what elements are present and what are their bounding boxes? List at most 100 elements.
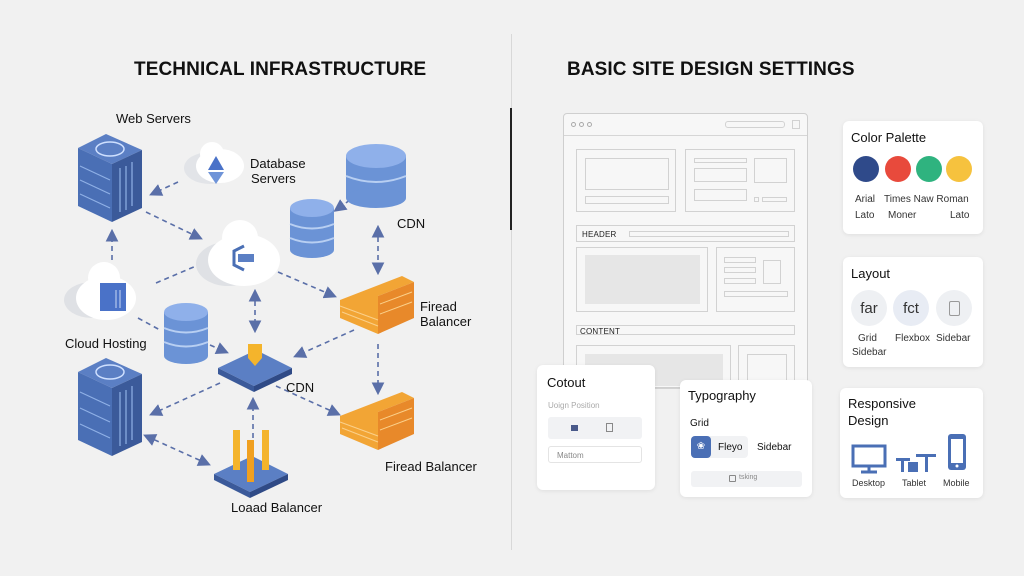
typography-option-grid[interactable]: Grid — [690, 418, 709, 429]
wireframe-block — [576, 149, 676, 212]
window-dot-icon — [579, 122, 584, 127]
wireframe-browser: HEADER CONTENT — [563, 113, 808, 389]
cotout-card: Cotout Uoign Position Mattom — [537, 365, 655, 490]
wireframe-line — [585, 196, 669, 204]
wireframe-image-placeholder — [585, 255, 700, 304]
wireframe-header: HEADER — [576, 225, 795, 242]
align-right-icon[interactable] — [606, 423, 613, 432]
cdn-switch-icon — [218, 344, 292, 392]
layout-label-grid-sidebar: Sidebar — [852, 347, 887, 358]
checkbox-icon[interactable] — [729, 475, 736, 482]
arrow-web-to-cloud — [145, 211, 203, 240]
label-firewall-1-line2: Balancer — [420, 314, 472, 329]
sidebar-device-icon — [948, 300, 960, 316]
color-palette-card: Color Palette Arial Times Naw Roman Lato… — [843, 121, 983, 234]
arrow-db-to-web — [149, 181, 179, 196]
responsive-card: Responsive Design Desktop Tablet Mobile — [840, 388, 983, 498]
label-web-servers: Web Servers — [116, 111, 191, 126]
wireframe-content-bar: CONTENT — [576, 325, 795, 336]
font-option-times[interactable]: Times Naw Roman — [884, 194, 969, 205]
wireframe-box — [754, 158, 787, 183]
layout-title: Layout — [851, 266, 891, 281]
layout-label-sidebar: Sidebar — [936, 333, 971, 344]
wireframe-toolbar — [564, 114, 807, 136]
arrow-server-lb — [143, 434, 211, 466]
color-swatch-green[interactable] — [916, 156, 942, 182]
device-label-desktop[interactable]: Desktop — [852, 478, 886, 488]
grid-glyph-icon: far — [860, 299, 878, 317]
desktop-icon — [851, 444, 887, 474]
position-input[interactable]: Mattom — [548, 446, 642, 463]
tsking-checkbox-row[interactable]: tsking — [691, 471, 802, 487]
wireframe-checkbox — [754, 197, 759, 202]
wireframe-line — [762, 197, 787, 202]
wireframe-line — [724, 278, 756, 284]
label-firewall-1-line1: Firead — [420, 299, 457, 314]
arrow-db-to-switch — [209, 342, 229, 355]
arrow-cdn-to-db — [333, 199, 351, 212]
flex-label: Fleyo — [718, 442, 743, 453]
font-option-lato[interactable]: Lato — [855, 210, 875, 221]
position-toggle[interactable] — [548, 417, 642, 439]
wireframe-header-label: HEADER — [582, 230, 617, 239]
typography-option-flex[interactable]: ❀ Fleyo — [691, 436, 748, 458]
wireframe-block — [576, 247, 708, 312]
layout-flexbox-option[interactable]: fct — [893, 290, 929, 326]
section-divider — [511, 34, 512, 550]
arrow-switch-to-firewall — [275, 385, 341, 416]
color-palette-title: Color Palette — [851, 130, 927, 145]
wireframe-content-label: CONTENT — [580, 327, 621, 336]
color-swatch-red[interactable] — [885, 156, 911, 182]
mobile-icon — [948, 434, 966, 470]
wireframe-line — [724, 267, 756, 273]
responsive-title-line2: Design — [848, 413, 889, 428]
font-option-arial[interactable]: Arial — [855, 194, 876, 205]
label-cdn-top: CDN — [397, 216, 426, 231]
color-swatch-navy[interactable] — [853, 156, 879, 182]
infrastructure-title: TECHNICAL INFRASTRUCTURE — [134, 59, 427, 80]
label-cdn-center: CDN — [286, 380, 315, 395]
label-database-servers-2: Servers — [251, 171, 296, 186]
database-icon-left — [163, 303, 209, 364]
window-dot-icon — [571, 122, 576, 127]
label-load-balancer: Loaad Balancer — [231, 500, 323, 515]
wireframe-block — [716, 247, 795, 312]
layout-sidebar-option[interactable] — [936, 290, 972, 326]
layout-grid-option[interactable]: far — [851, 290, 887, 326]
checkbox-label: tsking — [739, 474, 758, 481]
flexbox-glyph-icon: fct — [903, 299, 919, 317]
design-settings-title: BASIC SITE DESIGN SETTINGS — [567, 59, 855, 80]
color-swatch-yellow[interactable] — [946, 156, 972, 182]
layout-label-flexbox: Flexbox — [895, 333, 931, 344]
arrow-hosting-to-switch — [137, 317, 161, 331]
cloud-hosting-icon — [64, 262, 136, 320]
wireframe-line — [724, 257, 756, 263]
infrastructure-diagram — [64, 134, 414, 498]
cdn-database-icon — [345, 144, 407, 208]
database-cloud-icon — [184, 142, 244, 184]
cotout-subtitle: Uoign Position — [548, 401, 600, 410]
wireframe-line — [694, 158, 747, 163]
firewall-icon-top — [339, 276, 414, 334]
font-option-lato-2[interactable]: Lato — [950, 210, 970, 221]
device-label-mobile[interactable]: Mobile — [943, 478, 970, 488]
wireframe-box — [763, 260, 781, 284]
label-firewall-2: Firead Balancer — [385, 459, 477, 474]
font-option-moner[interactable]: Moner — [888, 210, 917, 221]
typography-option-sidebar[interactable]: Sidebar — [757, 442, 792, 453]
wireframe-address-bar — [725, 121, 785, 128]
wireframe-block — [685, 149, 795, 212]
device-label-tablet[interactable]: Tablet — [902, 478, 927, 488]
typography-card: Typography Grid ❀ Fleyo Sidebar tsking — [680, 380, 812, 497]
responsive-title-line1: Responsive — [848, 396, 916, 411]
tablet-icon — [896, 454, 936, 472]
load-balancer-icon — [214, 430, 288, 498]
device-icons — [851, 434, 966, 474]
align-left-icon[interactable] — [571, 425, 578, 431]
wireframe-line — [724, 291, 788, 297]
window-dot-icon — [587, 122, 592, 127]
section-divider-accent — [510, 108, 512, 230]
flex-icon: ❀ — [691, 436, 711, 458]
arrow-firewall-to-switch — [293, 329, 355, 358]
web-server-icon — [78, 134, 142, 222]
